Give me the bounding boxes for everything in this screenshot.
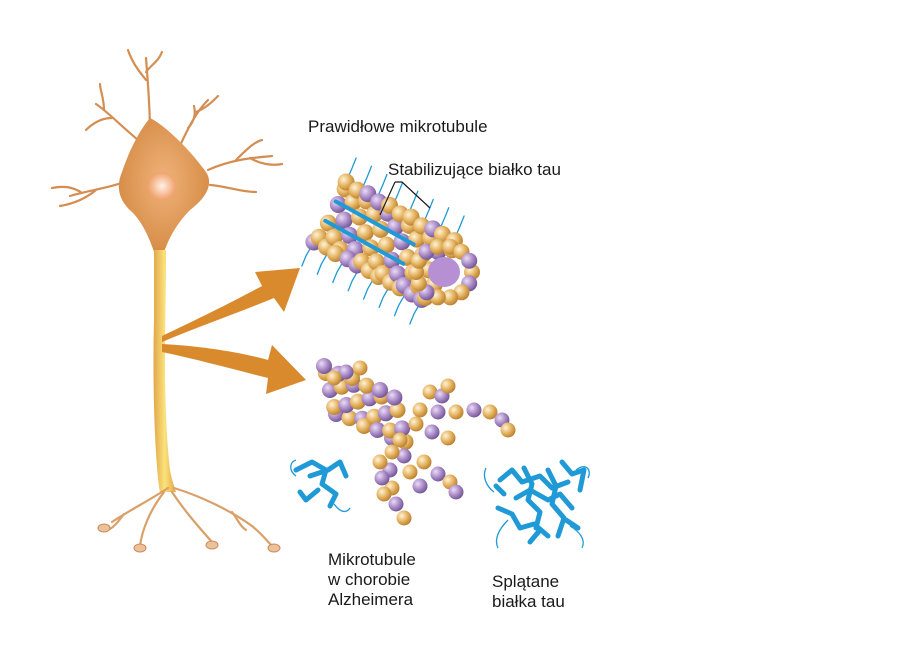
tangled-tau-label: Splątane białka tau [492,572,565,612]
tubulin-gold-bead [396,510,412,526]
normal-microtubules-label: Prawidłowe mikrotubule [308,117,488,136]
tubulin-purple-bead [448,484,464,500]
tangled-label-line-1: Splątane [492,572,560,591]
tubulin-purple-bead [386,389,403,406]
tubulin-gold-bead [482,404,498,420]
alzheimer-label-line-3: Alzheimera [328,590,414,609]
tubulin-gold-bead [500,422,516,438]
tubulin-gold-bead [392,432,408,448]
tubulin-purple-bead [335,211,353,229]
tubulin-purple-bead [461,252,478,269]
tau-protein [323,218,406,266]
tubulin-purple-bead [388,496,404,512]
tubulin-gold-bead [356,418,372,434]
tubulin-gold-bead [376,486,392,502]
axon-terminals [104,486,276,550]
tubulin-purple-bead [424,424,440,440]
tubulin-gold-bead [422,384,438,400]
tubulin-purple-bead [430,404,446,420]
tubulin-gold-bead [440,378,456,394]
nucleus [148,172,176,200]
tubulin-gold-bead [377,236,395,254]
tubulin-gold-bead [448,404,464,420]
neuron [50,48,284,553]
tubulin-purple-bead [412,478,428,494]
tubulin-purple-bead [316,358,332,374]
alzheimer-label-line-1: Mikrotubule [328,550,416,569]
tubulin-gold-bead [442,289,459,306]
axon [153,250,176,492]
tubulin-purple-bead [372,382,388,398]
normal-microtubule [301,157,480,325]
tubulin-purple-bead [466,402,482,418]
tubulin-gold-bead [352,360,368,376]
alzheimer-microtubule [316,358,516,526]
tubulin-gold-bead [358,377,375,394]
tubulin-purple-bead [430,466,446,482]
tubulin-gold-bead [429,238,446,255]
tangled-tau-threads [290,459,590,549]
tubulin-purple-bead [374,470,390,486]
alzheimer-microtubules-label: Mikrotubule w chorobie Alzheimera [328,550,416,610]
tau-thread [393,291,408,317]
terminal-boutons [97,523,281,553]
tubulin-gold-bead [402,464,418,480]
dendrites [50,48,284,208]
tubulin-gold-bead [384,444,400,460]
stabilizing-tau-label: Stabilizujące białko tau [388,160,561,179]
tubulin-purple-bead [394,420,411,437]
tubulin-purple-bead [369,422,386,438]
microtubule-lumen [428,257,460,287]
alzheimer-label-line-2: w chorobie [328,570,411,589]
tubulin-gold-bead [372,454,388,470]
tau-pointer-lines [379,181,431,216]
tubulin-gold-bead [416,454,432,470]
tubulin-gold-bead [412,402,428,418]
tangled-tau-small [293,459,349,509]
tangled-label-line-2: białka tau [492,592,565,611]
tubulin-gold-bead [408,416,424,432]
tubulin-gold-bead [382,422,399,439]
arrow-to-normal [162,268,300,342]
tubulin-gold-bead [440,430,456,446]
tangled-tau-large [493,459,587,545]
tubulin-gold-bead [389,402,406,418]
tubulin-gold-bead [326,370,342,386]
tubulin-gold-bead [356,224,374,242]
tubulin-purple-bead [338,364,354,380]
tau-protein [333,199,416,247]
tubulin-gold-bead [341,410,358,427]
tubulin-gold-bead [326,399,343,415]
tubulin-purple-bead [396,448,412,464]
arrow-to-alzheimer [162,344,306,394]
